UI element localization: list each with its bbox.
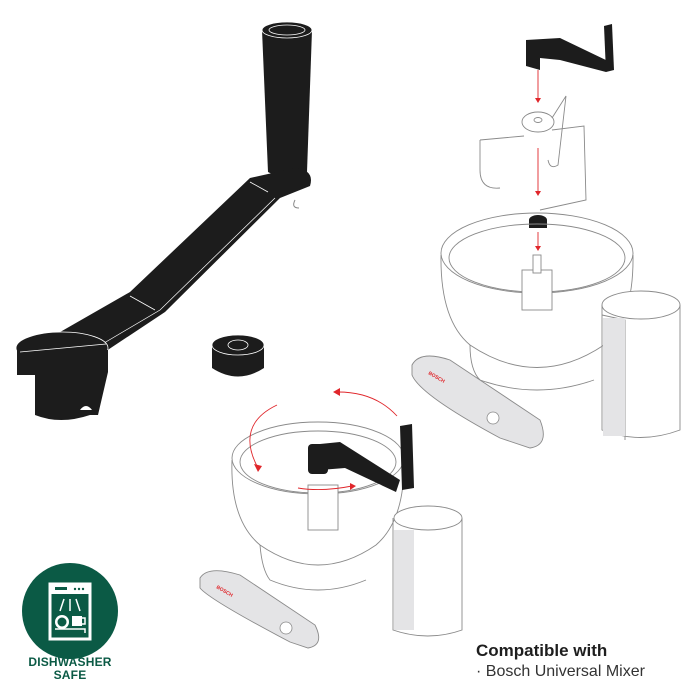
compatibility-info: Compatible with · Bosch Universal Mixer [476,640,645,682]
dishwasher-icon [48,582,92,641]
mixer-in-use [199,388,463,649]
compatibility-title: Compatible with [476,641,608,660]
compatibility-item: · Bosch Universal Mixer [476,663,645,680]
exploded-assembly [411,24,681,449]
hand-crank-icon [15,21,313,420]
dishwasher-safe-badge [22,563,118,659]
dishwasher-safe-label: DISHWASHER SAFE [28,655,112,682]
spacer-icon [211,334,265,377]
